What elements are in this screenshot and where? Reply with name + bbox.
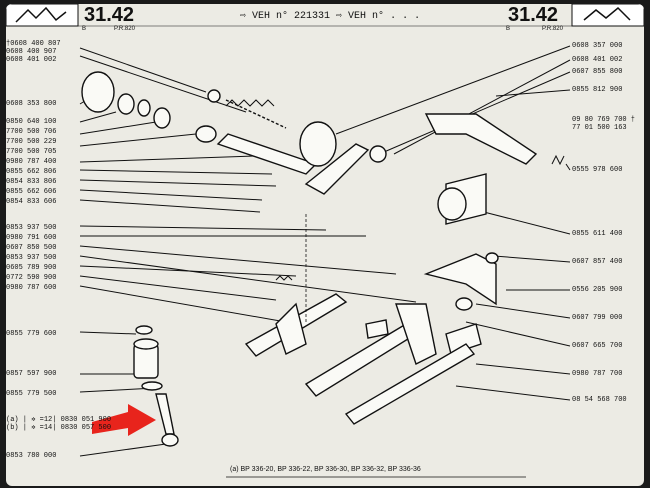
left-label-10: 0854 833 806 bbox=[6, 178, 57, 186]
right-label-1: 0608 401 002 bbox=[572, 56, 623, 64]
right-label-9: 0556 205 900 bbox=[572, 286, 623, 294]
left-label-18: 0772 590 900 bbox=[6, 274, 57, 282]
left-label-3: 0608 353 800 bbox=[6, 100, 57, 108]
left-label-0: †0608 400 807 bbox=[6, 40, 61, 48]
left-logo-box bbox=[6, 4, 79, 27]
left-label-24: (b) | ✲ =14| 0830 057 500 bbox=[6, 424, 112, 432]
left-label-1: 0608 400 907 bbox=[6, 48, 57, 56]
right-label-8: 0607 857 400 bbox=[572, 258, 623, 266]
page-number-right: 31.42 bbox=[508, 4, 559, 26]
right-label-10: 0607 799 000 bbox=[572, 314, 623, 322]
right-label-12: 0980 787 700 bbox=[572, 370, 623, 378]
exploded-view-drawing bbox=[79, 45, 571, 457]
left-label-4: 0850 640 100 bbox=[6, 118, 57, 126]
vehicle-serial-range: ⇨ VEH n° 221331 ⇨ VEH n° . . . bbox=[240, 11, 421, 22]
left-label-6: 7700 500 229 bbox=[6, 138, 57, 146]
left-gearbox-sketch-icon bbox=[15, 6, 67, 23]
left-label-21: 0857 597 900 bbox=[6, 370, 57, 378]
leader-lines bbox=[79, 45, 571, 457]
left-label-16: 0853 937 500 bbox=[6, 254, 57, 262]
left-label-12: 0854 833 606 bbox=[6, 198, 57, 206]
right-gearbox-sketch-icon bbox=[583, 6, 631, 21]
page-number-left: 31.42 bbox=[84, 4, 135, 26]
page-sub-right-b: B bbox=[506, 26, 511, 32]
right-label-5: 77 01 500 163 bbox=[572, 124, 627, 132]
left-label-2: 0608 401 002 bbox=[6, 56, 57, 64]
left-label-15: 0607 850 500 bbox=[6, 244, 57, 252]
spring-coils bbox=[225, 99, 565, 281]
right-label-13: 08 54 568 700 bbox=[572, 396, 627, 404]
page-header: 31.42 B P.R.820 ⇨ VEH n° 221331 ⇨ VEH n°… bbox=[6, 4, 644, 32]
header-graphics bbox=[6, 4, 644, 27]
right-label-0: 0608 357 000 bbox=[572, 42, 623, 50]
left-label-8: 0980 787 400 bbox=[6, 158, 57, 166]
left-label-9: 0855 662 806 bbox=[6, 168, 57, 176]
right-label-6: 0555 978 600 bbox=[572, 166, 623, 174]
part-outlines bbox=[81, 71, 538, 447]
left-label-13: 0853 937 500 bbox=[6, 224, 57, 232]
left-label-22: 0855 779 500 bbox=[6, 390, 57, 398]
right-label-3: 0855 812 900 bbox=[572, 86, 623, 94]
left-label-19: 0980 787 600 bbox=[6, 284, 57, 292]
footer-gearbox-models: (a) BP 336-20, BP 336-22, BP 336-30, BP … bbox=[230, 466, 421, 473]
left-label-23: (a) | ✲ =12| 0830 051 900 bbox=[6, 416, 112, 424]
left-label-11: 0855 662 606 bbox=[6, 188, 57, 196]
right-logo-box bbox=[571, 4, 644, 27]
left-label-20: 0855 779 600 bbox=[6, 330, 57, 338]
left-label-7: 7700 500 705 bbox=[6, 148, 57, 156]
page-sub-left-b: B bbox=[82, 26, 87, 32]
red-pointer-arrow-icon bbox=[92, 404, 156, 436]
page-sub-right-pr: P.R.820 bbox=[542, 26, 563, 32]
right-label-7: 0855 611 400 bbox=[572, 230, 623, 238]
right-label-11: 0607 665 700 bbox=[572, 342, 623, 350]
left-label-5: 7700 500 706 bbox=[6, 128, 57, 136]
left-label-17: 0605 789 900 bbox=[6, 264, 57, 272]
catalog-sheet: 31.42 B P.R.820 ⇨ VEH n° 221331 ⇨ VEH n°… bbox=[6, 4, 644, 486]
left-label-14: 0980 791 600 bbox=[6, 234, 57, 242]
right-label-2: 0607 855 800 bbox=[572, 68, 623, 76]
left-label-25: 0853 780 000 bbox=[6, 452, 57, 460]
right-label-4: 09 80 769 700 † bbox=[572, 116, 636, 124]
page-sub-left-pr: P.R.820 bbox=[114, 26, 135, 32]
